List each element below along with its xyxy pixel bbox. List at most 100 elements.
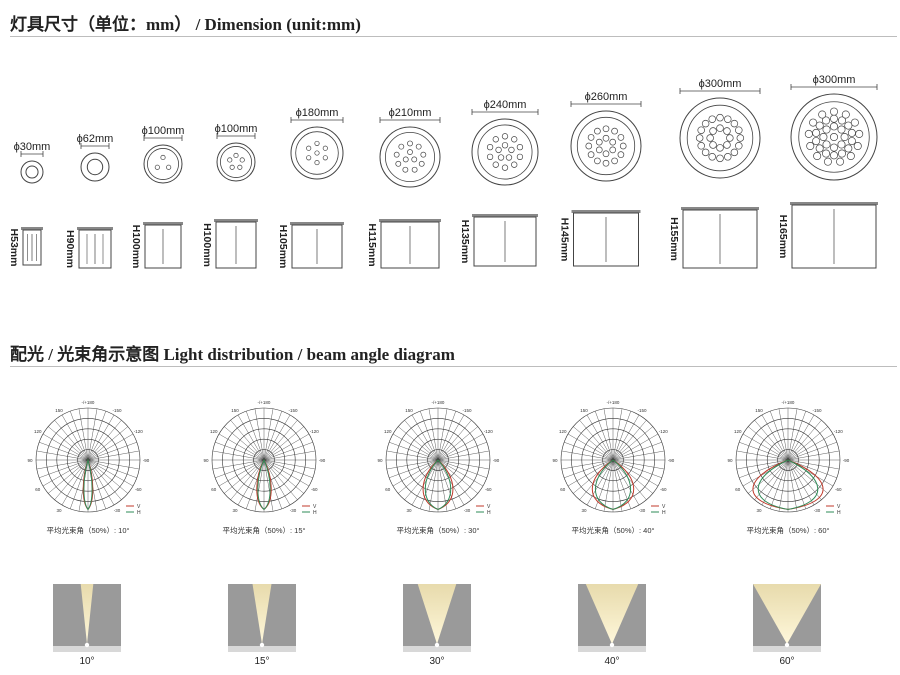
led-lens [806, 141, 815, 151]
led-lens [822, 140, 831, 149]
floor [403, 646, 471, 652]
led-lens [486, 153, 494, 161]
polar-angle-label: 120 [210, 429, 218, 434]
led-lens [815, 144, 824, 153]
polar-angle-label: 120 [384, 429, 392, 434]
floor [228, 646, 296, 652]
fixture-top-view [20, 160, 44, 184]
polar-grid-spoke [612, 442, 662, 461]
polar-angle-label: -120 [134, 429, 144, 434]
led-lens [716, 124, 724, 132]
polar-grid-spoke [263, 459, 291, 506]
led-lens [594, 127, 601, 135]
polar-grid-spoke [54, 459, 89, 500]
polar-grid-spoke [54, 420, 89, 461]
led-lens [701, 148, 710, 157]
polar-grid-spoke [742, 459, 789, 487]
polar-angle-label: -60 [485, 487, 492, 492]
polar-grid-spoke [761, 414, 789, 461]
led-lens [819, 132, 828, 142]
diameter-label: ϕ100mm [215, 123, 258, 135]
polar-grid-spoke [392, 433, 439, 461]
led-lens [837, 149, 846, 158]
light-beam [252, 584, 272, 644]
polar-grid-spoke [787, 442, 837, 461]
inner-ring [798, 101, 870, 173]
polar-grid-spoke [246, 411, 265, 461]
polar-grid-spoke [787, 459, 828, 494]
polar-grid-spoke [87, 459, 137, 478]
led-lens [587, 134, 595, 141]
polar-grid-spoke [70, 459, 89, 509]
polar-grid-spoke [603, 408, 614, 461]
polar-grid-spoke [87, 450, 140, 461]
polar-grid-spoke [386, 450, 439, 461]
led-lens [609, 138, 617, 146]
light-beam [80, 584, 94, 644]
led-lens [595, 138, 603, 146]
polar-grid-spoke [754, 420, 789, 461]
led-lens [595, 146, 603, 154]
legend-label-v: V [313, 504, 317, 510]
led-lens [724, 153, 732, 161]
led-lens [395, 160, 402, 167]
polar-angle-label: 150 [755, 408, 763, 413]
polar-grid-spoke [612, 420, 647, 461]
led-lens [407, 149, 413, 155]
inner-ring [295, 131, 339, 175]
polar-grid-spoke [218, 433, 265, 461]
polar-angle-label: 30 [406, 508, 412, 513]
curve-h [83, 458, 93, 511]
polar-grid-spoke [739, 442, 789, 461]
fixture-top-view [379, 126, 441, 188]
polar-angle-label: 30 [756, 508, 762, 513]
fixture-top-view [143, 144, 183, 184]
led-lens [420, 151, 427, 158]
led-lens [855, 129, 864, 138]
led-lens [501, 142, 509, 149]
led-lens [695, 134, 704, 142]
fixture-top-view [216, 142, 256, 182]
beam-illustrations: 10°15°30°40°60° [53, 584, 821, 667]
polar-grid-spoke [78, 408, 89, 461]
polar-angle-label: 30 [232, 508, 238, 513]
led-lens [617, 134, 625, 141]
fixture-flange [290, 222, 344, 225]
led-lens [486, 143, 494, 151]
led-lens [850, 118, 859, 127]
inner-ring [384, 132, 435, 183]
diameter-label: ϕ180mm [296, 107, 339, 119]
polar-diagram-60: -150-/+180150-120120-9090-6060-3030VH平均光… [727, 400, 849, 535]
polar-angle-label: -30 [464, 508, 471, 513]
height-label: H100mm [130, 225, 142, 269]
polar-grid-spoke [263, 450, 316, 461]
led-lens [716, 154, 724, 163]
polar-angle-label: -/+180 [782, 400, 795, 405]
height-label: H53mm [8, 229, 20, 267]
polar-grid-spoke [254, 459, 265, 512]
polar-grid-spoke [389, 459, 439, 478]
polar-grid-spoke [612, 408, 623, 461]
led-lens [706, 134, 714, 142]
polar-grid-spoke [263, 420, 298, 461]
led-lens [227, 157, 233, 163]
fixture-flange [379, 219, 441, 222]
polar-grid-spoke [787, 426, 828, 461]
polar-grid-spoke [263, 408, 274, 461]
polar-grid-spoke [411, 459, 439, 506]
led-lens [829, 143, 839, 152]
polar-grid-spoke [437, 459, 456, 509]
beam-angle-label: 15° [254, 656, 269, 667]
polar-grid-spoke [561, 450, 614, 461]
led-lens [709, 127, 717, 135]
inner-ring [220, 146, 252, 178]
polar-grid-spoke [392, 459, 439, 487]
beam-illustration-15: 15° [228, 584, 296, 667]
led-lens [841, 110, 850, 119]
polar-grid-spoke [87, 408, 98, 461]
light-source [259, 642, 265, 648]
led-lens [844, 144, 853, 153]
polar-caption: 平均光束角（50%）: 10° [46, 525, 129, 535]
